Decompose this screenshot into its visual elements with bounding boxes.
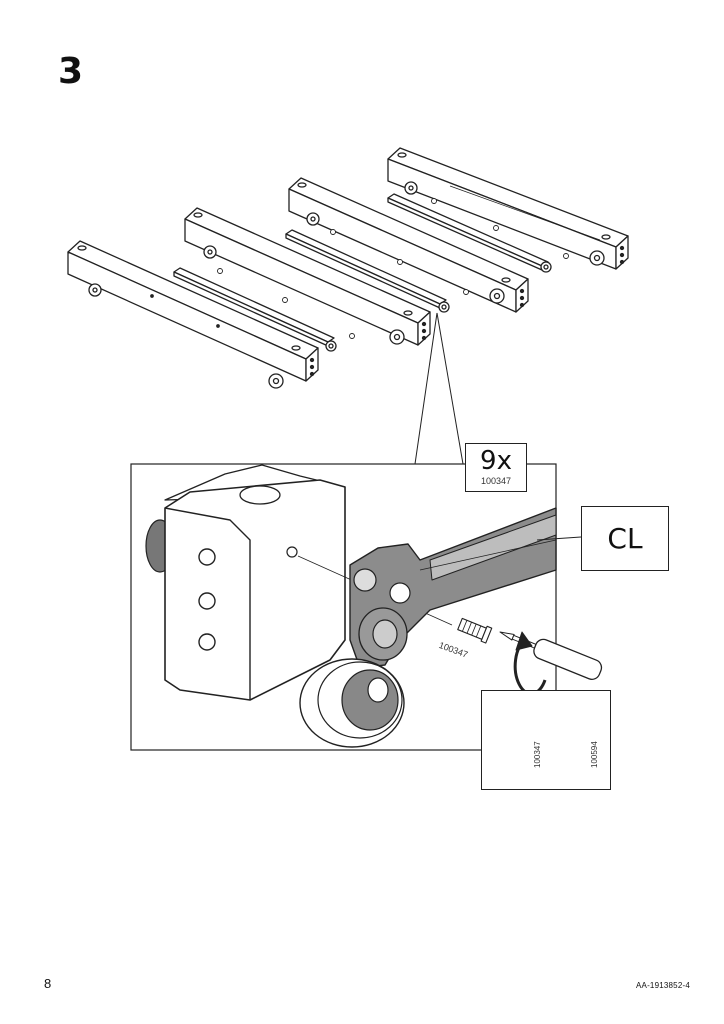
page-number: 8 xyxy=(44,976,52,991)
overview-screws xyxy=(217,198,569,339)
screw-comparison-box xyxy=(481,690,611,790)
cl-callout-line xyxy=(536,536,582,541)
hardware-part-number: 100347 xyxy=(480,476,512,486)
hardware-quantity: 9x xyxy=(480,446,512,476)
frame-rail-4 xyxy=(387,147,629,270)
frame-rail-1 xyxy=(67,240,319,389)
incorrect-part-number: 100594 xyxy=(590,741,599,768)
part-label-text: CL xyxy=(607,522,643,555)
hardware-quantity-box: 9x 100347 xyxy=(465,443,527,492)
detail-illustration xyxy=(145,464,603,748)
slide-rail-2 xyxy=(285,229,450,313)
part-label-callout: CL xyxy=(581,506,669,571)
frame-rail-3 xyxy=(288,177,529,313)
slide-rail-1 xyxy=(173,267,337,352)
step-number: 3 xyxy=(58,51,84,92)
frame-rail-2 xyxy=(184,207,431,346)
correct-part-number: 100347 xyxy=(533,741,542,768)
document-code: AA-1913852-4 xyxy=(636,981,690,990)
slide-rail-3 xyxy=(387,193,552,273)
